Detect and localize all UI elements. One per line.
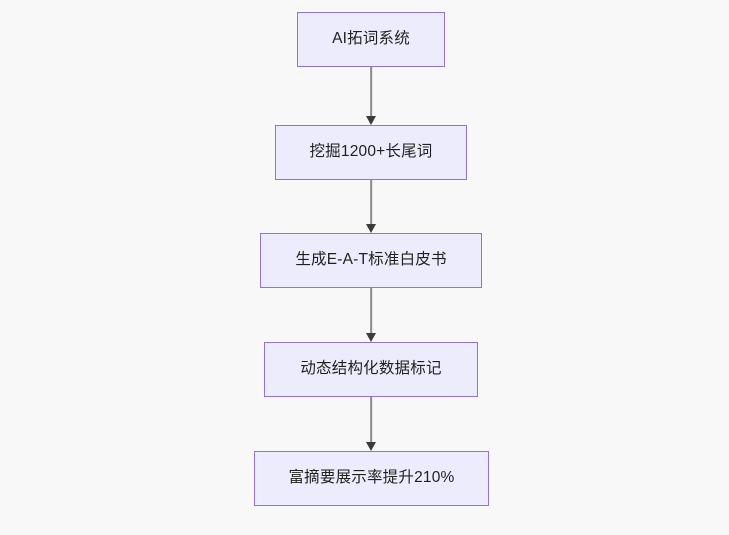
flow-node-mine-longtail-keywords[interactable]: 挖掘1200+长尾词 (275, 125, 467, 180)
flow-node-label: 生成E-A-T标准白皮书 (295, 251, 447, 269)
arrowhead-icon (366, 333, 376, 342)
flow-edge-n1-n2 (363, 67, 379, 125)
flow-node-rich-snippet-impression-lift[interactable]: 富摘要展示率提升210% (254, 451, 489, 506)
edge-line (370, 397, 372, 444)
flow-node-label: 富摘要展示率提升210% (288, 469, 455, 487)
flow-edge-n4-n5 (363, 397, 379, 451)
edge-line (370, 67, 372, 118)
arrowhead-icon (366, 224, 376, 233)
flow-node-label: AI拓词系统 (332, 30, 410, 48)
arrowhead-icon (366, 442, 376, 451)
edge-line (370, 180, 372, 226)
arrowhead-icon (366, 116, 376, 125)
flow-edge-n2-n3 (363, 180, 379, 233)
edge-line (370, 288, 372, 335)
flow-node-label: 动态结构化数据标记 (300, 360, 442, 378)
flow-node-generate-eat-whitepaper[interactable]: 生成E-A-T标准白皮书 (260, 233, 482, 288)
flow-node-dynamic-structured-data-markup[interactable]: 动态结构化数据标记 (264, 342, 478, 397)
flow-node-label: 挖掘1200+长尾词 (309, 143, 433, 161)
flow-node-ai-keyword-system[interactable]: AI拓词系统 (297, 12, 445, 67)
flow-edge-n3-n4 (363, 288, 379, 342)
